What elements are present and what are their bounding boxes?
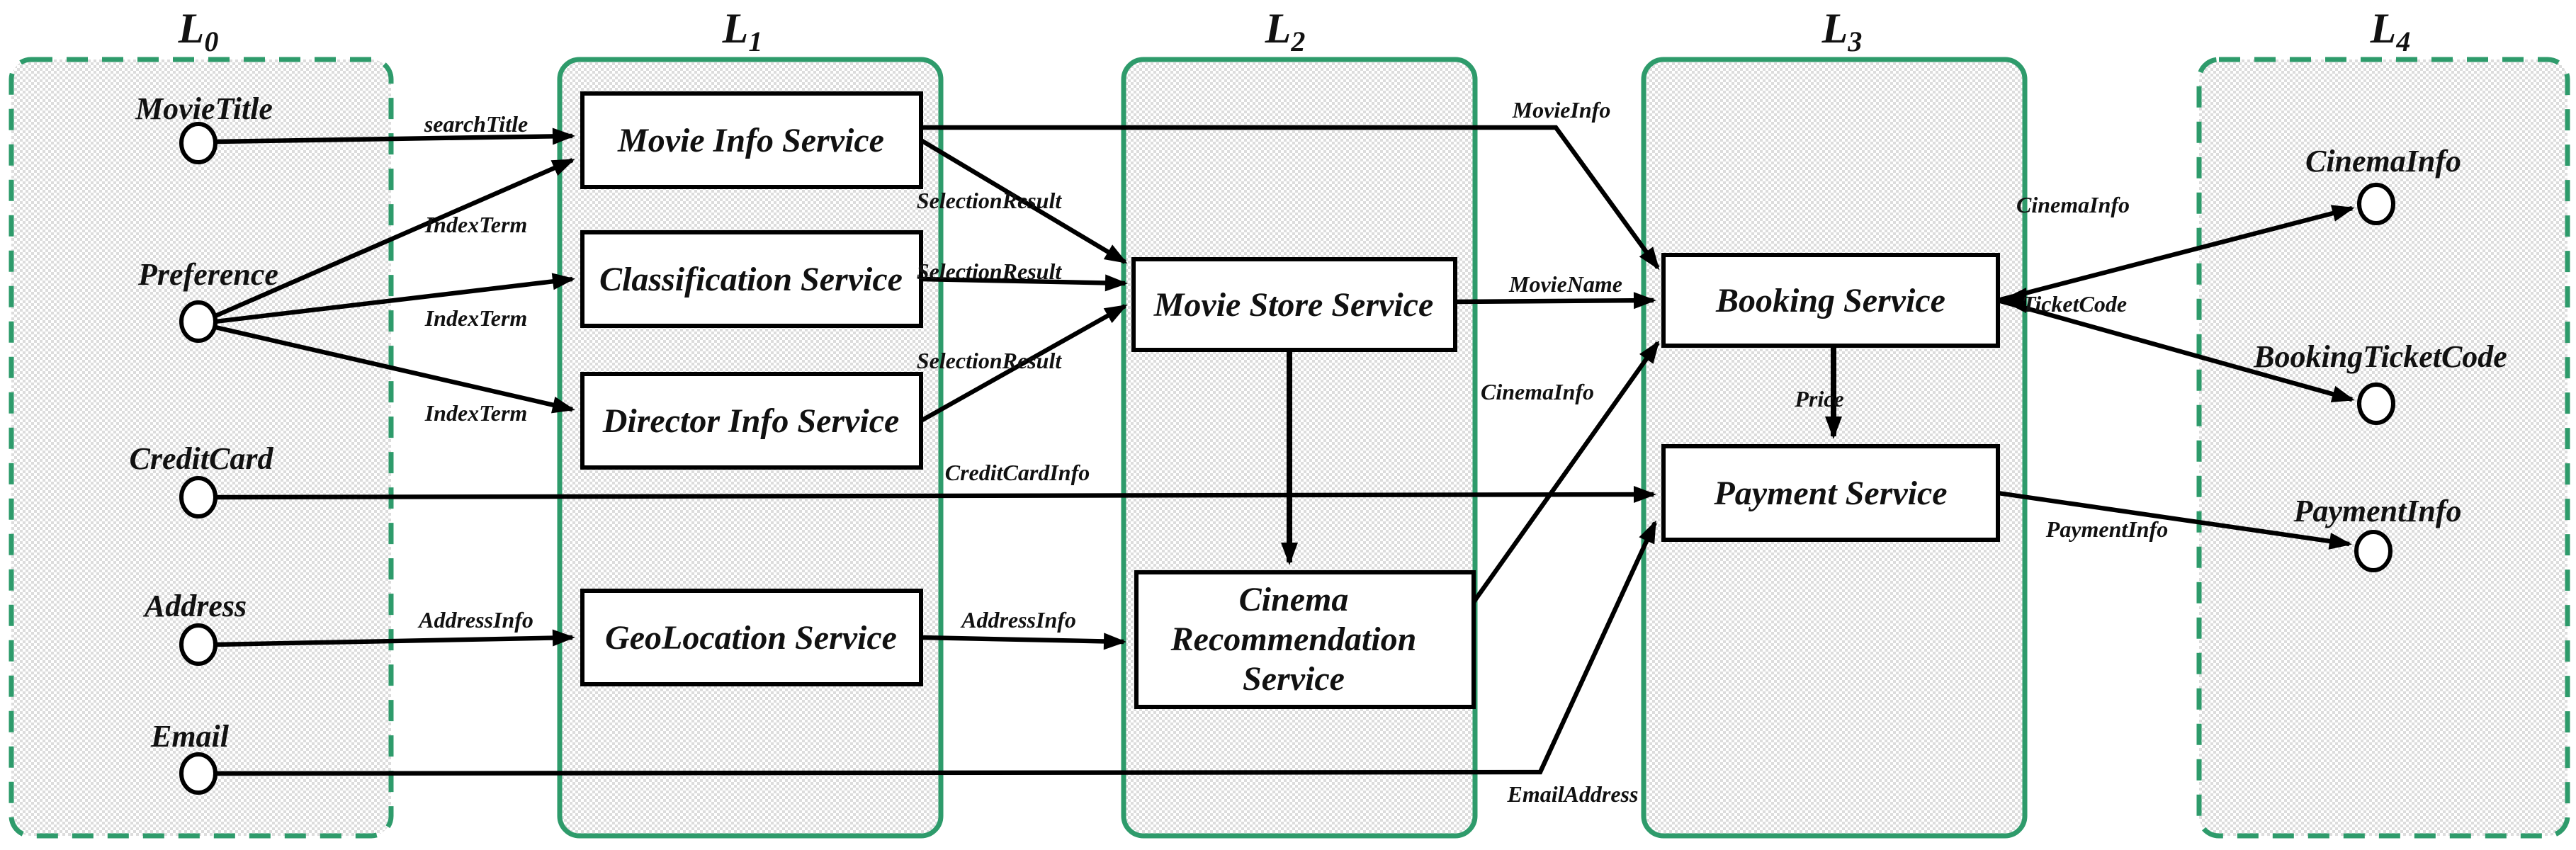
layer-l1-services: Movie Info Service Classification Servic… [580, 91, 923, 686]
edge-indexterm-1 [214, 158, 575, 318]
edge-label-addressinfo-1: AddressInfo [417, 607, 533, 633]
layer-l4-outputs: CinemaInfo BookingTicketCode PaymentInfo [2253, 144, 2507, 572]
layer-header-l0-sub: 0 [204, 26, 218, 57]
edge-moviename [1454, 292, 1656, 310]
layer-header-l0-main: L [178, 5, 205, 52]
service-label-movie-store: Movie Store Service [1153, 286, 1434, 324]
layer-header-l0: L0 [178, 5, 219, 57]
edge-movieinfo [921, 125, 1660, 271]
edge-indexterm-3 [215, 324, 575, 414]
edge-selectionresult-3 [920, 304, 1128, 423]
edge-cinemainfo-out [1997, 205, 2355, 303]
layer-header-l2-main: L [1265, 5, 1292, 52]
service-box-payment [1661, 444, 2000, 542]
edge-label-creditcardinfo: CreditCardInfo [945, 460, 1090, 485]
edge-label-moviename: MovieName [1508, 271, 1622, 297]
input-label-email: Email [150, 719, 230, 754]
service-box-booking [1661, 253, 2000, 348]
edge-label-searchtitle: searchTitle [424, 111, 528, 137]
service-box-geolocation [580, 589, 923, 686]
edge-label-movieinfo: MovieInfo [1512, 97, 1611, 123]
output-label-paymentinfo: PaymentInfo [2293, 494, 2461, 528]
service-label-cinema-rec-line1: Cinema [1239, 581, 1349, 618]
edge-label-selectionresult-3: SelectionResult [917, 348, 1063, 373]
layer-header-l1-main: L [722, 5, 749, 52]
layer-header-l1-sub: 1 [748, 26, 762, 57]
input-port-email [179, 752, 218, 795]
input-label-creditcard: CreditCard [130, 441, 274, 476]
edge-labels: searchTitle IndexTerm IndexTerm IndexTer… [417, 97, 2168, 807]
service-box-movie-store [1131, 257, 1457, 352]
service-label-director-info: Director Info Service [602, 402, 900, 440]
service-box-movie-info [580, 91, 923, 189]
service-box-director-info [580, 372, 923, 470]
layer-headers: L0 L1 L2 L3 L4 [178, 5, 2411, 57]
edge-label-selectionresult-1: SelectionResult [917, 188, 1063, 213]
edge-label-addressinfo-2: AddressInfo [960, 607, 1076, 633]
edge-label-indexterm-3: IndexTerm [424, 400, 528, 426]
edge-label-paymentinfo-out: PaymentInfo [2045, 516, 2168, 542]
edge-paymentinfo-out [1997, 490, 2352, 550]
edge-selectionresult-1 [920, 138, 1128, 264]
output-port-bookingticketcode [2357, 382, 2395, 425]
output-port-cinemainfo [2357, 183, 2395, 225]
edge-addressinfo-2 [920, 633, 1126, 650]
layer-box-l4 [2196, 57, 2570, 839]
edge-label-cinemainfo-out: CinemaInfo [2016, 192, 2130, 217]
edge-cinemainfo-mid [1471, 340, 1660, 604]
service-label-cinema-rec-line3: Service [1243, 660, 1345, 698]
layer-header-l3-main: L [1821, 5, 1848, 52]
service-label-payment: Payment Service [1713, 475, 1947, 512]
edge-label-ticketcode-out: TicketCode [2022, 291, 2127, 317]
layer-box-l2 [1121, 57, 1478, 839]
layer-l0-inputs: MovieTitle Preference CreditCard Address… [130, 91, 278, 795]
edge-label-selectionresult-2: SelectionResult [917, 259, 1063, 284]
input-label-movietitle: MovieTitle [135, 91, 273, 126]
layer-header-l4-sub: 4 [2395, 26, 2410, 57]
service-label-booking: Booking Service [1715, 282, 1945, 319]
edge-label-cinemainfo-mid: CinemaInfo [1481, 379, 1594, 404]
edge-selectionresult-2 [920, 274, 1128, 292]
output-port-paymentinfo [2354, 530, 2393, 572]
layer-header-l2-sub: 2 [1290, 26, 1305, 57]
service-label-geolocation: GeoLocation Service [605, 619, 897, 657]
layer-header-l4-main: L [2370, 5, 2397, 52]
edge-label-emailaddress: EmailAddress [1507, 781, 1639, 807]
edge-searchtitle [215, 128, 575, 145]
input-port-creditcard [179, 476, 218, 518]
edge-label-price: Price [1794, 386, 1843, 412]
edge-indexterm-2 [215, 273, 575, 324]
input-port-address [179, 623, 218, 666]
edge-label-indexterm-2: IndexTerm [424, 305, 528, 331]
edge-addressinfo-1 [215, 629, 575, 647]
input-label-preference: Preference [137, 257, 278, 292]
layer-header-l3-sub: 3 [1847, 26, 1862, 57]
output-label-cinemainfo: CinemaInfo [2305, 144, 2461, 178]
input-label-address: Address [142, 589, 247, 623]
edge-label-indexterm-1: IndexTerm [424, 212, 528, 237]
service-label-cinema-rec-line2: Recommendation [1170, 620, 1417, 658]
service-label-movie-info: Movie Info Service [617, 122, 884, 159]
input-port-movietitle [179, 122, 218, 164]
arrowhead-into-booking-icon [2001, 288, 2026, 313]
edge-ticketcode-out [1997, 298, 2355, 403]
layer-header-l4: L4 [2370, 5, 2411, 57]
service-label-classification: Classification Service [599, 261, 903, 298]
edge-creditcardinfo [215, 486, 1656, 504]
layer-header-l1: L1 [722, 5, 763, 57]
service-box-classification [580, 230, 923, 328]
edge-emailaddress [215, 520, 1657, 776]
output-label-bookingticketcode: BookingTicketCode [2253, 339, 2507, 374]
input-port-preference [179, 300, 218, 343]
layer-l3-services: Booking Service Payment Service [1661, 253, 2000, 542]
edges [214, 125, 2355, 776]
layer-header-l3: L3 [1821, 5, 1863, 57]
service-box-cinema-recommendation [1134, 570, 1476, 709]
layer-header-l2: L2 [1265, 5, 1306, 57]
